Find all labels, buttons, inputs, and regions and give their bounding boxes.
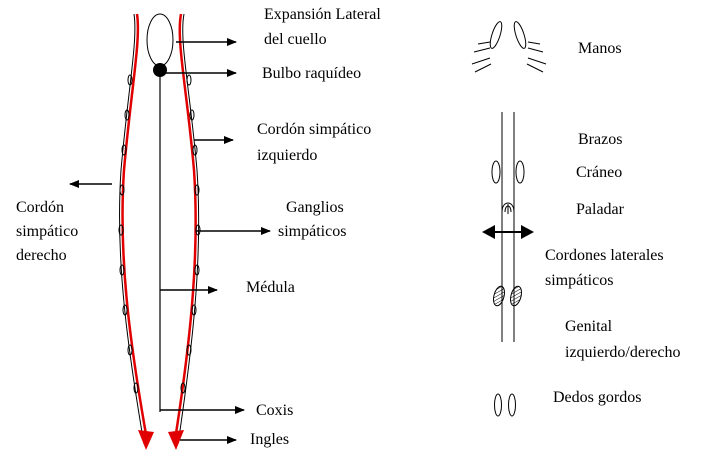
label-ganglios-line1: Ganglios (286, 199, 344, 216)
right-sympathetic-cord (121, 13, 149, 441)
label-dedos: Dedos gordos (553, 389, 642, 406)
label-cordon-der-line2: simpático (16, 223, 79, 240)
label-medula: Médula (246, 279, 295, 296)
label-cordon-izq-line1: Cordón simpático (257, 121, 372, 138)
label-expansion-line1: Expansión Lateral (264, 6, 381, 23)
label-cordones-line2: simpáticos (545, 272, 614, 289)
label-cordones-line1: Cordones laterales (545, 247, 664, 264)
label-cordon-der-line1: Cordón (16, 199, 64, 216)
label-genital-line1: Genital (565, 318, 613, 335)
skull-ovals (491, 160, 525, 184)
label-manos: Manos (578, 40, 622, 57)
palate-arcs (501, 202, 515, 214)
label-ganglios-line2: simpáticos (278, 223, 347, 240)
label-ingles: Ingles (250, 431, 290, 448)
lateral-double-arrow (482, 225, 534, 239)
left-sympathetic-cord (173, 13, 197, 441)
cord-end-arrow-right (168, 430, 184, 450)
label-craneo: Cráneo (576, 164, 623, 181)
cord-end-arrow-left (138, 430, 154, 450)
left-pointer-arrows (69, 38, 271, 444)
label-genital-line2: izquierdo/derecho (565, 344, 681, 361)
right-cord-ganglia (180, 74, 201, 394)
label-cordon-izq-line2: izquierdo (257, 147, 318, 164)
label-cordon-der-line3: derecho (16, 247, 67, 264)
neck-oval (146, 13, 174, 67)
hands-icon (471, 21, 547, 73)
label-brazos: Brazos (578, 131, 623, 144)
label-bulbo: Bulbo raquídeo (262, 65, 362, 82)
left-cord-ganglia (118, 74, 139, 394)
label-paladar: Paladar (576, 201, 624, 218)
big-toes-ovals (494, 393, 516, 417)
label-coxis: Coxis (256, 402, 294, 419)
label-expansion-line2: del cuello (264, 31, 327, 48)
genital-ovals (493, 285, 522, 307)
